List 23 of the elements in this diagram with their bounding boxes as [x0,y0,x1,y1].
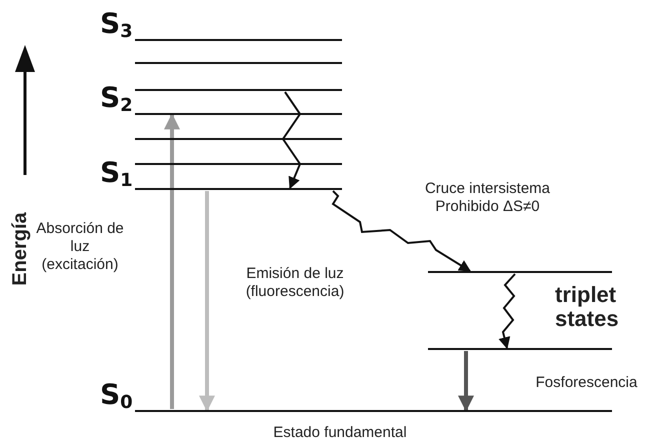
sublevel-line [135,62,342,64]
arrow [164,113,180,409]
sublevel-line [135,89,342,91]
edge-label: Absorción de luz (excitación) [35,220,125,274]
energy-level [100,11,342,41]
axis-label: Energía [9,211,31,288]
sublevel-line [428,271,612,273]
state-label: S$_{1}$ [100,159,134,190]
state-label: S$_{0}$ [100,381,134,412]
wavy-arrow [332,190,472,272]
state-caption: Estado fundamental [272,424,408,442]
wavy-arrow [282,91,302,190]
state-label: S$_{2}$ [100,84,134,115]
sublevel-line [135,138,342,140]
wavy-arrow [498,273,516,350]
energy-level [100,85,342,115]
energy-level [100,160,342,190]
arrow [458,351,474,412]
state-group-label: triplet states [555,283,620,331]
sublevel-line [428,348,612,350]
arrow [199,191,215,412]
state-label: S$_{3}$ [100,10,134,41]
sublevel-line [135,163,342,165]
